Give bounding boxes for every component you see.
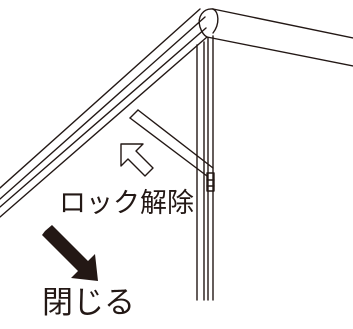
lock-latch — [206, 172, 215, 192]
top-rail — [198, 8, 353, 67]
vertical-post — [196, 35, 214, 301]
diagonal-rail — [0, 8, 208, 218]
solid-arrow-down-right-icon — [42, 225, 98, 281]
outline-arrow-up-left-icon — [120, 143, 154, 177]
close-label: 閉じる — [40, 285, 137, 321]
lock-brace — [129, 109, 214, 177]
unlock-label: ロック解除 — [57, 188, 196, 219]
